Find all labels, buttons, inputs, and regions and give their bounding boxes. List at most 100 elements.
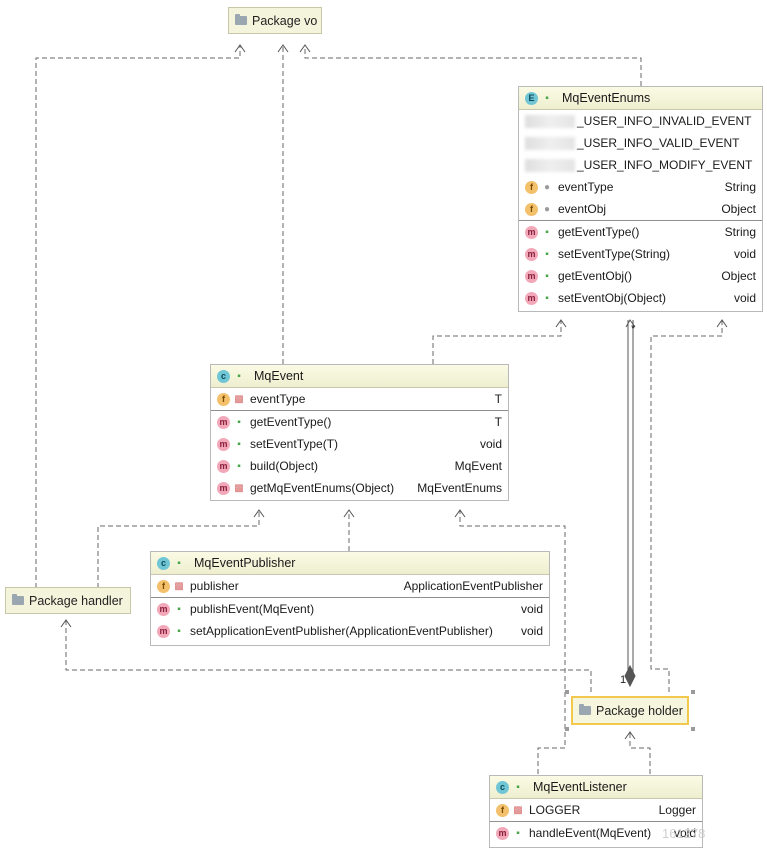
- public-icon: ▪: [545, 270, 549, 282]
- package-vo[interactable]: Package vo: [228, 7, 322, 34]
- method-name: setEventObj(Object): [558, 291, 667, 305]
- constant-name: _USER_INFO_INVALID_EVENT: [577, 114, 752, 128]
- method-name: handleEvent(MqEvent): [529, 826, 652, 840]
- method-name: publishEvent(MqEvent): [190, 602, 315, 616]
- dep-listener-to-mqevent: [459, 510, 566, 774]
- method-type: String: [724, 225, 756, 239]
- method-type: void: [733, 291, 756, 305]
- selection-handle[interactable]: [691, 727, 695, 731]
- method-name: setEventType(String): [558, 247, 671, 261]
- class-header: c ▪ MqEvent: [211, 365, 508, 388]
- method-name: build(Object): [250, 459, 319, 473]
- method-type: Object: [721, 269, 756, 283]
- package-private-icon: ●: [543, 181, 551, 193]
- private-icon: ▩: [174, 580, 184, 592]
- method-name: getEventObj(): [558, 269, 633, 283]
- public-icon: ▪: [177, 603, 181, 615]
- class-title: MqEventListener: [533, 780, 627, 794]
- method-type: void: [479, 437, 502, 451]
- field-row[interactable]: f ▩ eventType T: [211, 388, 508, 410]
- class-icon: c: [217, 369, 230, 383]
- field-row[interactable]: f ▩ LOGGER Logger: [490, 799, 702, 821]
- method-name: setApplicationEventPublisher(Application…: [190, 624, 493, 638]
- field-name: LOGGER: [529, 803, 581, 817]
- method-type: void: [673, 826, 696, 840]
- enum-header: E ▪ MqEventEnums: [519, 87, 762, 110]
- class-mqevent[interactable]: c ▪ MqEvent f ▩ eventType T m ▪ getEvent…: [210, 364, 509, 501]
- field-type: Logger: [658, 803, 696, 817]
- public-icon: ▪: [545, 292, 549, 304]
- class-title: MqEvent: [254, 369, 304, 383]
- public-icon: ▪: [516, 781, 520, 793]
- method-icon: m: [525, 247, 538, 261]
- field-row[interactable]: f ● eventType String: [519, 176, 762, 198]
- method-name: getEventType(): [558, 225, 640, 239]
- method-row[interactable]: m ▩ getMqEventEnums(Object) MqEventEnums: [211, 477, 508, 499]
- package-holder[interactable]: Package holder: [571, 696, 689, 725]
- public-icon: ▪: [545, 226, 549, 238]
- dep-handler-to-vo: [35, 45, 241, 588]
- private-icon: ▩: [234, 393, 244, 405]
- field-row[interactable]: f ▩ publisher ApplicationEventPublisher: [151, 575, 549, 597]
- class-icon: c: [496, 780, 509, 794]
- dep-listener-to-holder: [629, 732, 651, 774]
- method-name: setEventType(T): [250, 437, 339, 451]
- method-icon: m: [525, 291, 538, 305]
- dep-enums-to-vo: [304, 45, 642, 86]
- dep-holder-to-handler: [65, 620, 592, 692]
- enum-icon: E: [525, 91, 538, 105]
- redacted-prefix: [525, 114, 575, 128]
- method-row[interactable]: m ▪ getEventType() T: [211, 410, 508, 433]
- class-mqeventlistener[interactable]: c ▪ MqEventListener f ▩ LOGGER Logger m …: [489, 775, 703, 848]
- method-row[interactable]: m ▪ setApplicationEventPublisher(Applica…: [151, 620, 549, 642]
- field-icon: f: [217, 392, 230, 406]
- enum-mqeventenums[interactable]: E ▪ MqEventEnums _USER_INFO_INVALID_EVEN…: [518, 86, 763, 312]
- folder-icon: [235, 14, 247, 25]
- method-row[interactable]: m ▪ build(Object) MqEvent: [211, 455, 508, 477]
- package-handler[interactable]: Package handler: [5, 587, 131, 614]
- package-holder-label: Package holder: [596, 703, 683, 718]
- field-name: eventType: [558, 180, 614, 194]
- field-name: publisher: [190, 579, 239, 593]
- selection-handle[interactable]: [565, 690, 569, 694]
- method-name: getEventType(): [250, 415, 332, 429]
- static-method-icon: m: [217, 481, 230, 495]
- method-row[interactable]: m ▪ publishEvent(MqEvent) void: [151, 597, 549, 620]
- enum-constant[interactable]: _USER_INFO_MODIFY_EVENT: [519, 154, 762, 176]
- public-icon: ▪: [545, 248, 549, 260]
- package-vo-label: Package vo: [252, 13, 318, 28]
- public-icon: ▪: [516, 827, 520, 839]
- class-mqeventpublisher[interactable]: c ▪ MqEventPublisher f ▩ publisher Appli…: [150, 551, 550, 646]
- private-icon: ▩: [513, 804, 523, 816]
- package-private-icon: ●: [543, 203, 551, 215]
- method-row[interactable]: m ▪ getEventObj() Object: [519, 265, 762, 287]
- package-handler-label: Package handler: [29, 593, 123, 608]
- method-row[interactable]: m ▪ setEventObj(Object) void: [519, 287, 762, 309]
- class-header: c ▪ MqEventListener: [490, 776, 702, 799]
- enum-title: MqEventEnums: [562, 91, 651, 105]
- method-row[interactable]: m ▪ handleEvent(MqEvent) void: [490, 821, 702, 844]
- method-type: void: [520, 624, 543, 638]
- field-type: ApplicationEventPublisher: [403, 579, 543, 593]
- method-icon: m: [496, 826, 509, 840]
- static-field-icon: f: [496, 803, 509, 817]
- method-type: T: [494, 415, 502, 429]
- watermark: 161278: [662, 826, 706, 841]
- method-icon: m: [525, 225, 538, 239]
- field-name: eventObj: [558, 202, 607, 216]
- enum-constant[interactable]: _USER_INFO_INVALID_EVENT: [519, 110, 762, 132]
- selection-handle[interactable]: [691, 690, 695, 694]
- field-row[interactable]: f ● eventObj Object: [519, 198, 762, 220]
- method-row[interactable]: m ▪ setEventType(T) void: [211, 433, 508, 455]
- private-icon: ▩: [234, 482, 244, 494]
- selection-handle[interactable]: [565, 727, 569, 731]
- constant-name: _USER_INFO_MODIFY_EVENT: [577, 158, 753, 172]
- method-row[interactable]: m ▪ getEventType() String: [519, 220, 762, 243]
- method-icon: m: [217, 415, 230, 429]
- method-type: MqEvent: [454, 459, 502, 473]
- method-row[interactable]: m ▪ setEventType(String) void: [519, 243, 762, 265]
- field-type: T: [494, 392, 502, 406]
- method-type: MqEventEnums: [417, 481, 502, 495]
- enum-constant[interactable]: _USER_INFO_VALID_EVENT: [519, 132, 762, 154]
